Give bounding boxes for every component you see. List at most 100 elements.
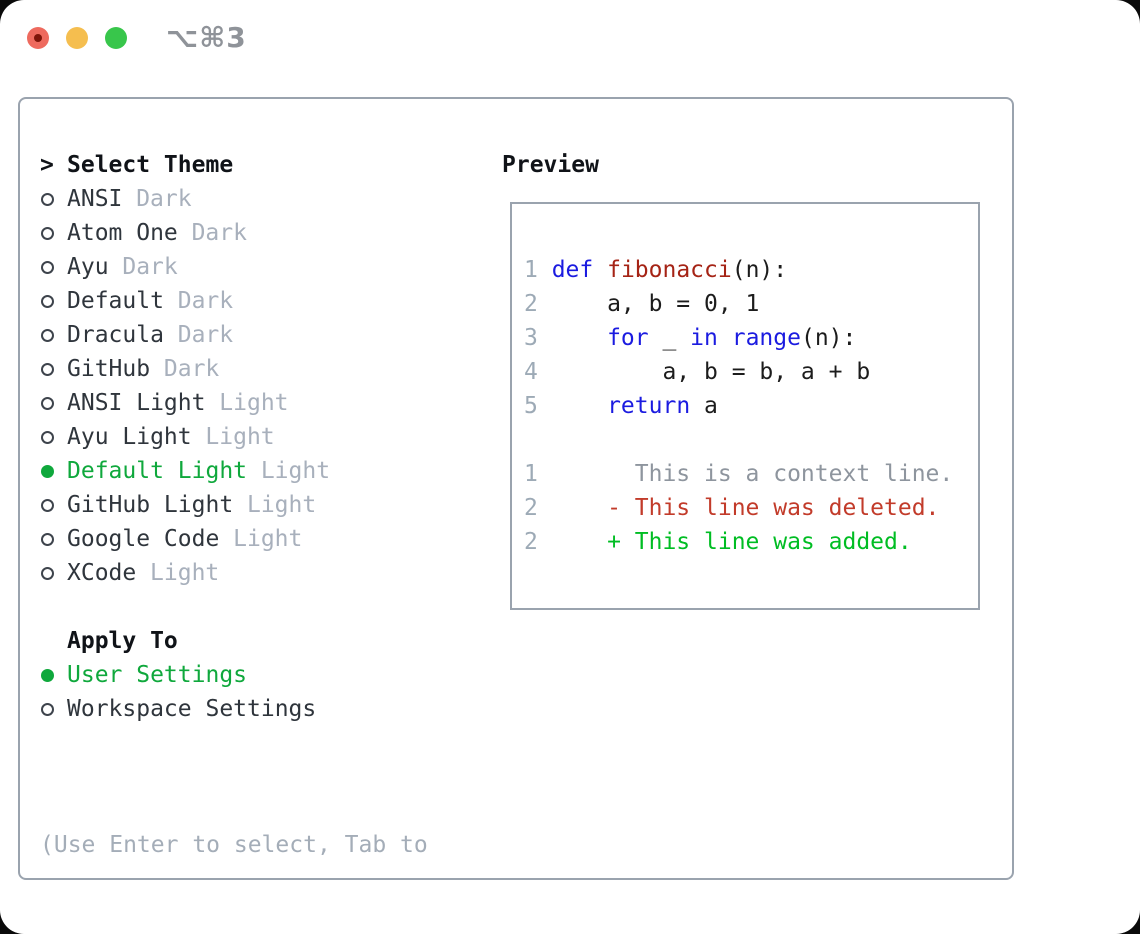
radio-unselected-icon [41, 295, 54, 308]
radio-marker [40, 288, 67, 314]
titlebar: ⌥⌘3 [0, 0, 1140, 76]
theme-variant-tag: Dark [191, 220, 247, 246]
radio-marker [40, 220, 67, 246]
theme-name: GitHub Light [67, 492, 234, 518]
code-line: 5 return a [524, 389, 978, 423]
line-number: 1 [524, 257, 538, 283]
theme-variant-tag: Dark [177, 322, 234, 348]
apply-option-workspace-settings[interactable]: Workspace Settings [40, 692, 428, 726]
code-token-keyword: for [607, 325, 649, 351]
apply-option-user-settings[interactable]: User Settings [40, 658, 428, 692]
radio-unselected-icon [41, 533, 54, 546]
theme-variant-tag: Light [233, 526, 303, 552]
radio-selected-icon [41, 465, 54, 478]
spacer [40, 726, 428, 760]
diff-preview: 1 This is a context line.2 - This line w… [524, 457, 978, 559]
radio-marker [40, 696, 67, 722]
spacer [40, 590, 428, 624]
line-number: 2 [524, 529, 538, 555]
theme-name: ANSI [67, 186, 123, 212]
theme-variant-tag: Light [150, 560, 220, 586]
code-token-plain: (n): [731, 257, 788, 283]
radio-unselected-icon [41, 261, 54, 274]
code-token-keyword: in [690, 325, 718, 351]
code-token-plain: a, b = 0, 1 [551, 291, 760, 317]
theme-option-google-code[interactable]: Google Code Light [40, 522, 428, 556]
preview-pane: 1 def fibonacci(n): 2 a, b = 0, 1 3 for _ i… [510, 202, 980, 610]
code-token-plain [552, 393, 607, 419]
code-token-func: fibonacci [607, 257, 732, 283]
theme-name: Atom One [67, 220, 178, 246]
radio-marker [40, 662, 67, 688]
radio-unselected-icon [41, 329, 54, 342]
minimize-button[interactable] [66, 27, 88, 49]
diff-text: + This line was added. [551, 529, 912, 555]
theme-option-default[interactable]: Default Dark [40, 284, 428, 318]
code-line: 3 for _ in range(n): [524, 321, 978, 355]
apply-section-header: Apply To [40, 624, 428, 658]
line-number: 5 [524, 393, 538, 419]
theme-option-ayu[interactable]: Ayu Dark [40, 250, 428, 284]
theme-option-github[interactable]: GitHub Dark [40, 352, 428, 386]
prompt-marker: > [40, 152, 54, 178]
diff-text: This is a context line. [551, 461, 954, 487]
theme-variant-tag: Dark [163, 356, 220, 382]
theme-name: Ayu Light [67, 424, 192, 450]
theme-variant-tag: Light [205, 424, 275, 450]
line-number: 2 [524, 291, 538, 317]
theme-option-xcode[interactable]: XCode Light [40, 556, 428, 590]
apply-target-name: User Settings [67, 662, 248, 688]
line-number: 4 [524, 359, 538, 385]
code-token-plain: a [690, 393, 718, 419]
line-number: 3 [524, 325, 538, 351]
radio-marker [40, 390, 67, 416]
theme-name: Default Light [67, 458, 248, 484]
code-token-keyword: return [607, 393, 691, 419]
zoom-button[interactable] [105, 27, 127, 49]
radio-unselected-icon [41, 397, 54, 410]
apply-section-title: Apply To [67, 628, 178, 654]
hint-line-1: (Use Enter to select, Tab to [40, 832, 428, 858]
theme-option-ayu-light[interactable]: Ayu Light Light [40, 420, 428, 454]
radio-marker [40, 526, 67, 552]
radio-marker [40, 254, 67, 280]
theme-variant-tag: Dark [177, 288, 234, 314]
code-token-keyword: def [551, 257, 594, 283]
theme-variant-tag: Dark [122, 254, 178, 280]
radio-marker [40, 492, 67, 518]
theme-section-header: > Select Theme [40, 148, 428, 182]
theme-variant-tag: Light [246, 492, 317, 518]
theme-name: Default [67, 288, 164, 314]
theme-option-atom-one[interactable]: Atom One Dark [40, 216, 428, 250]
theme-variant-tag: Dark [136, 186, 192, 212]
radio-unselected-icon [41, 363, 54, 376]
code-token-keyword: range [731, 325, 801, 351]
radio-unselected-icon [41, 499, 54, 512]
code-line: 1 def fibonacci(n): [524, 253, 978, 287]
radio-unselected-icon [41, 567, 54, 580]
diff-line-context: 1 This is a context line. [524, 457, 978, 491]
line-number: 1 [524, 461, 538, 487]
theme-name: GitHub [67, 356, 151, 382]
window-title-shortcut: ⌥⌘3 [166, 21, 247, 54]
radio-marker [40, 458, 67, 484]
close-button[interactable] [27, 27, 49, 49]
theme-name: Google Code [67, 526, 220, 552]
radio-marker [40, 424, 67, 450]
theme-name: Ayu [67, 254, 109, 280]
hint-line-2: change focus) [40, 930, 428, 934]
spacer [524, 423, 978, 457]
radio-marker [40, 186, 67, 212]
diff-line-added: 2 + This line was added. [524, 525, 978, 559]
line-number: 2 [524, 495, 538, 521]
theme-option-github-light[interactable]: GitHub Light Light [40, 488, 428, 522]
theme-name: XCode [67, 560, 137, 586]
theme-option-ansi[interactable]: ANSI Dark [40, 182, 428, 216]
code-token-plain: a, b = b, a + b [551, 359, 871, 385]
